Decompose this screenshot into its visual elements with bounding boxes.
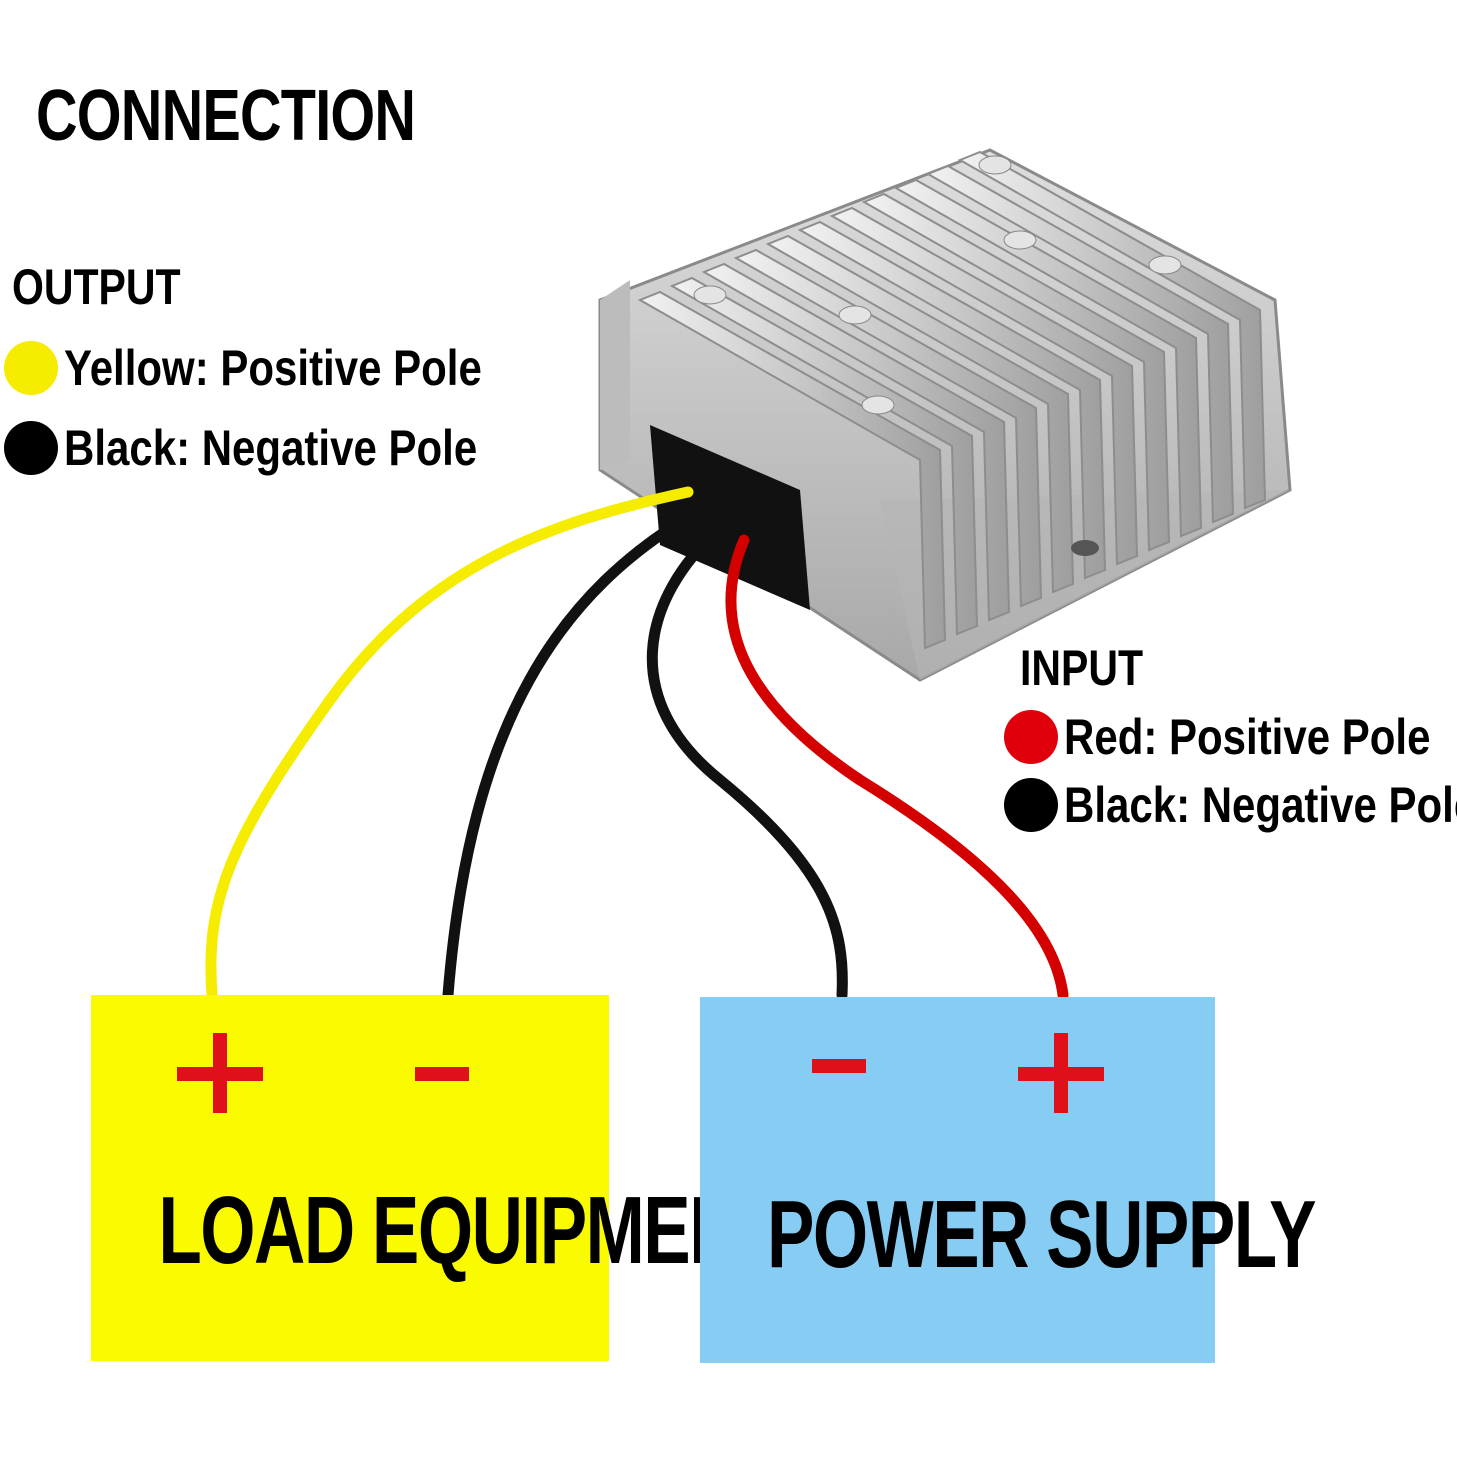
red-dot-icon [1004, 710, 1058, 764]
yellow-wire [205, 486, 694, 1001]
heat-sink-fin [669, 276, 979, 636]
screw-icon [861, 395, 895, 415]
power-supply-box: POWER SUPPLY [700, 997, 1317, 1363]
heat-sink-fin [925, 164, 1235, 524]
heat-sink-fin [733, 248, 1043, 608]
wire-connector [650, 425, 810, 610]
screw-icon [693, 285, 727, 305]
plus-sign-icon [1018, 1033, 1104, 1113]
screw-icon [838, 305, 872, 325]
output-legend-black: Black: Negative Pole [4, 421, 556, 475]
legend-label: Black: Negative Pole [1064, 777, 1457, 833]
legend-label: Red: Positive Pole [1064, 709, 1431, 765]
output-heading: OUTPUT [12, 259, 181, 315]
power-supply-label: POWER SUPPLY [766, 1181, 1317, 1288]
page-title: CONNECTION [36, 76, 416, 156]
black-dot-icon [1004, 778, 1058, 832]
heat-sink-fin [765, 234, 1075, 594]
minus-sign-icon [812, 1059, 866, 1073]
load-equipment-label: LOAD EQUIPMENT [158, 1177, 782, 1284]
heat-sink-fin [861, 192, 1171, 552]
plus-sign-icon [177, 1033, 263, 1113]
heat-sink-fin [893, 178, 1203, 538]
load-equipment-box: LOAD EQUIPMENT [91, 995, 782, 1361]
heat-sink-fin [637, 290, 947, 650]
black-output-wire [442, 504, 706, 1001]
input-heading: INPUT [1020, 640, 1143, 696]
heat-sink-fin [797, 220, 1107, 580]
screw-icon [1003, 230, 1037, 250]
legend-label: Black: Negative Pole [64, 420, 478, 476]
input-legend-red: Red: Positive Pole [1004, 710, 1457, 764]
yellow-dot-icon [4, 341, 58, 395]
minus-sign-icon [415, 1067, 469, 1081]
red-wire [725, 534, 1069, 1001]
black-input-wire [646, 522, 848, 1001]
heat-sink-fin [829, 206, 1139, 566]
black-dot-icon [4, 421, 58, 475]
heat-sink-fin [701, 262, 1011, 622]
heat-sink-fin [957, 150, 1267, 510]
screw-icon [978, 155, 1012, 175]
input-legend-black: Black: Negative Pole [1004, 778, 1457, 832]
output-legend-yellow: Yellow: Positive Pole [4, 341, 561, 395]
legend-label: Yellow: Positive Pole [64, 340, 482, 396]
heat-sink-fins [637, 150, 1267, 650]
mounting-hole [1071, 540, 1099, 556]
screw-icon [1148, 255, 1182, 275]
